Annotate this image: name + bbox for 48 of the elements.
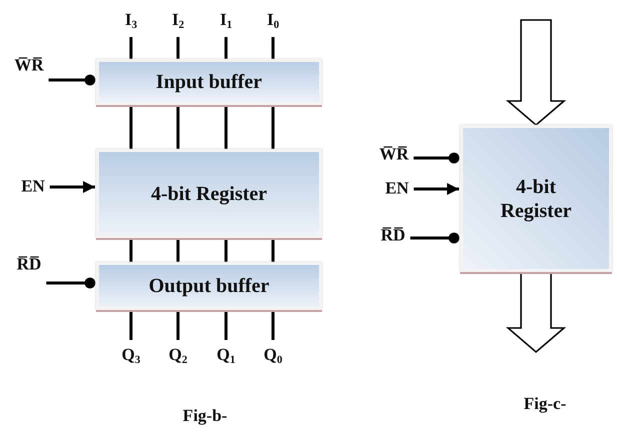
data-line: [176, 105, 180, 149]
register-box: [460, 125, 612, 272]
signal-label: Q$_{1}$: [216, 346, 236, 366]
data-line: [130, 310, 132, 340]
arrow: [50, 181, 95, 193]
control-line: [46, 278, 96, 288]
control-line: [414, 152, 460, 164]
signal-label: Q$_{2}$: [168, 346, 188, 366]
signal-label: R̅D̅: [16, 256, 42, 274]
signal-label: R̅D̅: [380, 226, 406, 246]
register-box: [96, 149, 322, 238]
figure-caption: Fig-b-: [182, 406, 228, 426]
block-title: 4-bit Register: [499, 174, 573, 222]
block-title: 4-bit Register: [150, 182, 268, 206]
figure-caption: Fig-c-: [524, 394, 566, 414]
buffer-box: [96, 59, 322, 105]
signal-label: I$_{3}$: [124, 10, 138, 32]
data-line: [130, 37, 132, 59]
block-title: Output buffer: [148, 274, 270, 298]
data-line: [272, 238, 274, 262]
data-line: [176, 37, 180, 59]
data-line: [224, 310, 228, 340]
bus-arrow: [506, 271, 566, 354]
signal-label: I$_{1}$: [220, 10, 232, 32]
signal-label: W̅R̅: [379, 146, 409, 164]
block-title: Input buffer: [154, 70, 264, 94]
signal-label: W̅R̅: [14, 56, 44, 76]
data-line: [130, 238, 132, 262]
arrow: [414, 183, 459, 195]
data-line: [176, 310, 180, 340]
data-line: [272, 310, 274, 340]
signal-label: Q$_{3}$: [122, 346, 140, 366]
control-line: [410, 232, 460, 244]
data-line: [224, 238, 228, 262]
data-line: [176, 238, 180, 262]
signal-label: I$_{0}$: [266, 10, 280, 32]
control-line: [48, 74, 96, 86]
data-line: [224, 105, 228, 149]
data-line: [272, 37, 274, 59]
buffer-box: [96, 262, 322, 310]
signal-label: EN: [385, 180, 409, 198]
data-line: [224, 37, 228, 59]
signal-label: I$_{2}$: [172, 10, 184, 32]
signal-label: EN: [21, 178, 45, 196]
data-line: [130, 105, 132, 149]
signal-label: Q$_{0}$: [264, 346, 282, 366]
data-line: [272, 105, 274, 149]
bus-arrow: [506, 19, 566, 126]
